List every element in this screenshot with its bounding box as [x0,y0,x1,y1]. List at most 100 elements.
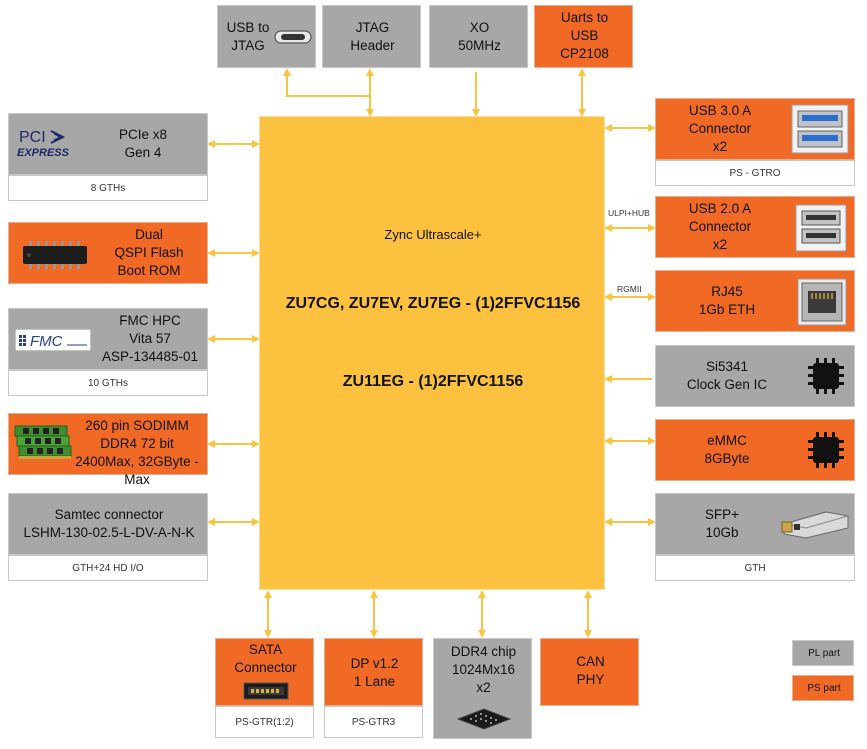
jtag-header-block: JTAG Header [322,5,421,68]
soc-part-line-1: ZU7CG, ZU7EV, ZU7EG - (1)2FFVC1156 [285,295,581,312]
qspi-label-3: Boot ROM [117,263,181,278]
pcie-label-2: Gen 4 [124,145,162,160]
sfp-module-icon [781,511,849,539]
ddr4-label-1: DDR4 chip [450,644,517,659]
xo-block: XO 50MHz [429,5,528,68]
jtag-header-label-1: JTAG [355,20,390,35]
pcie-label-1: PCIe x8 [118,127,168,142]
svg-text:FMC: FMC [30,333,63,350]
legend-ps: PS part [792,675,854,701]
can-phy-block: CAN PHY [540,638,639,706]
si5341-label-2: Clock Gen IC [686,377,768,392]
sfp-block: SFP+ 10Gb [655,493,855,555]
usb2-label-1: USB 2.0 A [688,201,752,216]
soc-title: Zync Ultrascale+ [384,227,482,242]
fmc-label-1: FMC HPC [119,313,181,328]
fmc-block: FMC FMC HPC Vita 57 ASP-134485-01 [8,308,208,370]
chip-icon [808,432,844,468]
fmc-label-2: Vita 57 [129,331,171,346]
emmc-block: eMMC 8GByte [655,419,855,481]
jtag-header-label-2: Header [350,38,395,53]
rj45-label-1: RJ45 [711,284,743,299]
rj45-port-icon [797,278,847,326]
samtec-block: Samtec connector LSHM-130-02.5-L-DV-A-N-… [8,493,208,555]
ddr4-label-3: x2 [476,680,491,695]
dp-label-2: 1 Lane [353,674,396,689]
legend-pl: PL part [792,640,854,666]
sata-caption: PS-GTR(1:2) [215,706,314,738]
sodimm-icon [14,425,72,459]
qspi-label-1: Dual [135,227,163,242]
dp-block: DP v1.2 1 Lane [324,638,423,706]
usb3-label-1: USB 3.0 A [688,103,752,118]
soc-block: Zync Ultrascale+ ZU7CG, ZU7EV, ZU7EG - (… [259,116,605,590]
qspi-chip-icon [23,241,87,269]
usb3-block: USB 3.0 A Connector x2 [655,98,855,160]
arrow-usb-jtag [283,68,370,97]
usb3-label-2: Connector [688,121,752,136]
usb-jtag-label-1: USB to [226,20,270,35]
si5341-label-1: Si5341 [705,359,749,374]
usb2-label-3: x2 [712,237,728,252]
emmc-label-1: eMMC [707,433,747,448]
fmc-caption: 10 GTHs [8,370,208,396]
usb2-label-2: Connector [688,219,752,234]
uarts-label-1: Uarts to [560,10,609,25]
fmc-label-3: ASP-134485-01 [101,349,199,364]
svg-text:EXPRESS: EXPRESS [17,147,70,159]
usb3-caption: PS - GTRO [655,160,855,186]
samtec-label-1: Samtec connector [54,507,164,522]
chip-icon [808,358,844,394]
pcie-caption: 8 GTHs [8,175,208,201]
pcie-block: PCI EXPRESS PCIe x8 Gen 4 [8,113,208,175]
usb-port-icon [274,30,312,44]
legend-ps-label: PS part [807,683,841,694]
sfp-label-2: 10Gb [705,525,739,540]
dp-caption: PS-GTR3 [324,706,423,738]
usb3-port-icon [791,104,849,154]
uarts-block: Uarts to USB CP2108 [534,5,633,68]
ddr4-label-2: 1024Mx16 [451,662,516,677]
xo-label-2: 50MHz [458,38,501,53]
rgmii-label: RGMII [617,284,642,294]
pcie-logo: PCI EXPRESS [17,129,70,159]
sodimm-label-3: 2400Max, 32GByte - Max [75,454,199,487]
dp-label-1: DP v1.2 [350,656,399,671]
samtec-label-2: LSHM-130-02.5-L-DV-A-N-K [23,525,195,540]
sodimm-label-2: DDR4 72 bit [100,436,174,451]
qspi-label-2: QSPI Flash [114,245,184,260]
rj45-label-2: 1Gb ETH [698,302,756,317]
usb3-label-3: x2 [712,139,728,154]
qspi-block: Dual QSPI Flash Boot ROM [8,222,208,284]
fmc-logo: FMC [15,329,91,351]
samtec-caption: GTH+24 HD I/O [8,555,208,581]
sodimm-label-1: 260 pin SODIMM [85,418,189,433]
sata-label-2: Connector [234,660,297,675]
uarts-label-3: CP2108 [560,46,609,61]
can-label-1: CAN [576,654,605,669]
sata-label-1: SATA [248,642,283,657]
bga-chip-icon [456,708,512,730]
sfp-label-1: SFP+ [704,507,740,522]
sata-connector-icon [243,682,289,700]
usb-to-jtag-block: USB to JTAG [217,5,316,68]
rj45-block: RJ45 1Gb ETH [655,270,855,332]
legend-pl-label: PL part [808,648,840,659]
ulpi-hub-label: ULPI+HUB [608,208,650,218]
xo-label-1: XO [469,20,490,35]
sodimm-block: 260 pin SODIMM DDR4 72 bit 2400Max, 32GB… [8,413,208,487]
sfp-caption: GTH [655,555,855,581]
emmc-label-2: 8GByte [704,451,750,466]
soc-part-line-2: ZU11EG - (1)2FFVC1156 [342,373,524,390]
can-label-2: PHY [576,672,605,687]
svg-text:PCI: PCI [19,129,46,146]
ddr4-block: DDR4 chip 1024Mx16 x2 [433,638,532,739]
uarts-label-2: USB [570,28,599,43]
sata-block: SATA Connector [215,638,314,706]
usb2-port-icon [795,204,847,252]
usb-jtag-label-2: JTAG [231,38,265,53]
si5341-block: Si5341 Clock Gen IC [655,345,855,407]
usb2-block: USB 2.0 A Connector x2 [655,196,855,258]
